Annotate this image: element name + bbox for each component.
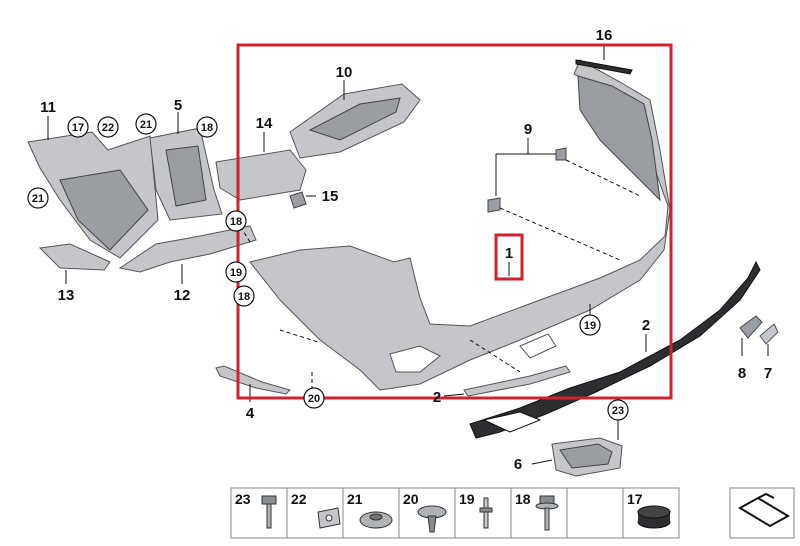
circled-callout-19-right: 19 <box>579 314 601 336</box>
svg-text:21: 21 <box>140 119 152 131</box>
callout-10: 10 <box>336 64 353 81</box>
callout-5: 5 <box>174 97 182 114</box>
callout-12: 12 <box>174 287 191 304</box>
cap-7 <box>759 323 779 356</box>
callout-13: 13 <box>58 287 75 304</box>
bracket-5 <box>149 112 223 221</box>
circled-callout-21-top: 21 <box>135 113 157 135</box>
tailpipe-6 <box>531 437 623 477</box>
dash-line-c <box>469 339 521 373</box>
legend-label-21: 21 <box>347 491 363 507</box>
callout-11: 11 <box>40 99 56 116</box>
bracket-12 <box>118 225 257 284</box>
svg-text:20: 20 <box>308 393 320 405</box>
circled-callout-20: 20 <box>303 387 325 409</box>
callout-14: 14 <box>256 115 273 132</box>
legend-label-18: 18 <box>515 491 531 507</box>
callout-15: 15 <box>322 188 339 205</box>
panel-14 <box>215 132 307 201</box>
legend-label-23: 23 <box>235 491 251 507</box>
reflector-13 <box>38 243 111 284</box>
circled-callout-22: 22 <box>97 116 119 138</box>
circled-callout-18-mid: 18 <box>225 210 247 232</box>
legend-label-17: 17 <box>627 491 643 507</box>
svg-text:17: 17 <box>72 122 84 134</box>
nut-icon <box>359 511 393 529</box>
callout-4: 4 <box>246 405 255 422</box>
callout-7: 7 <box>764 365 772 382</box>
legend-label-22: 22 <box>291 491 307 507</box>
trim-16 <box>575 44 633 75</box>
circled-callout-18-top: 18 <box>196 116 218 138</box>
callout-1: 1 <box>505 245 513 262</box>
svg-text:19: 19 <box>230 267 242 279</box>
circled-callout-23: 23 <box>607 399 629 421</box>
rear-bumper-1 <box>249 59 671 391</box>
callout-8: 8 <box>738 365 746 382</box>
svg-text:23: 23 <box>612 405 624 417</box>
leader-9 <box>487 138 567 213</box>
circled-callout-21-left: 21 <box>27 187 49 209</box>
grommet-icon <box>637 505 671 529</box>
svg-text:18: 18 <box>238 291 250 303</box>
direction-arrow-icon <box>738 492 790 528</box>
callout-2-right: 2 <box>642 317 650 334</box>
circled-callout-19-mid: 19 <box>225 261 247 283</box>
bolt-icon <box>261 495 277 529</box>
callout-2-lower: 2 <box>433 389 441 406</box>
svg-text:19: 19 <box>584 320 596 332</box>
svg-text:18: 18 <box>201 122 213 134</box>
clip-15 <box>289 191 316 209</box>
bracket-10 <box>289 80 421 159</box>
screw-icon <box>535 495 559 531</box>
diffuser-2 <box>469 260 761 439</box>
highlight-part-1 <box>494 233 524 281</box>
callout-6: 6 <box>514 456 522 473</box>
bracket-11 <box>27 116 159 259</box>
circled-callout-18-low: 18 <box>233 285 255 307</box>
callout-9: 9 <box>524 121 532 138</box>
svg-text:21: 21 <box>32 193 44 205</box>
svg-text:18: 18 <box>230 216 242 228</box>
fastener-legend: 23 22 21 20 19 18 17 <box>230 487 795 539</box>
legend-label-19: 19 <box>459 491 475 507</box>
trim-2-lower <box>443 365 571 397</box>
svg-text:22: 22 <box>102 122 114 134</box>
callout-16: 16 <box>596 27 613 44</box>
cap-8 <box>739 315 763 356</box>
pin-icon <box>479 497 493 529</box>
clip-nut-icon <box>317 507 341 529</box>
circled-callout-17: 17 <box>67 116 89 138</box>
push-rivet-icon <box>417 505 447 533</box>
legend-label-20: 20 <box>403 491 419 507</box>
dash-line-b <box>499 207 621 261</box>
